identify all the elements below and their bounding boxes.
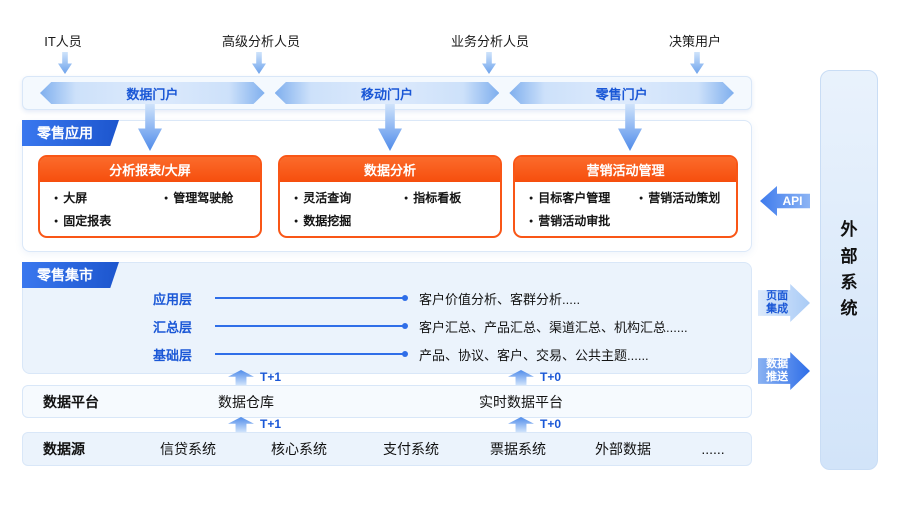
bullet-item: 营销活动策划: [639, 187, 720, 210]
realtime-platform-label: 实时数据平台: [479, 393, 563, 410]
mart-layer-desc: 客户汇总、产品汇总、渠道汇总、机构汇总......: [419, 319, 688, 335]
bullet-column: 灵活查询 数据挖掘: [294, 187, 386, 234]
page-integration-arrow: 页面集成: [758, 284, 810, 322]
app-box-marketing: 营销活动管理 目标客户管理 营销活动审批 营销活动策划: [513, 155, 738, 238]
app-box-reports-body: 大屏 固定报表 管理驾驶舱: [40, 182, 260, 234]
portal-retail-arrow: 零售门户: [509, 82, 735, 104]
user-role-senior-analyst: 高级分析人员: [221, 34, 301, 49]
bullet-item: 数据挖掘: [294, 210, 386, 233]
bullet-item: 指标看板: [404, 187, 461, 210]
bullet-item: 大屏: [54, 187, 146, 210]
data-platform-title: 数据平台: [43, 393, 99, 410]
app-box-marketing-body: 目标客户管理 营销活动审批 营销活动策划: [515, 182, 736, 234]
data-platform-band: 数据平台 数据仓库 实时数据平台: [22, 385, 752, 418]
source-system-credit: 信贷系统: [160, 441, 216, 457]
user-role-it: IT人员: [44, 34, 82, 49]
up-arrow-icon: [228, 417, 254, 432]
mart-layer-desc: 客户价值分析、客群分析.....: [419, 291, 581, 307]
portal-data-label: 数据门户: [126, 86, 179, 102]
source-system-external: 外部数据: [595, 441, 651, 457]
data-push-arrow: 数据推送: [758, 352, 810, 390]
bullet-column: 营销活动策划: [639, 187, 720, 234]
down-arrow-icon: [690, 52, 704, 74]
bullet-item: 固定报表: [54, 210, 146, 233]
data-push-label: 数据推送: [766, 357, 789, 383]
portal-retail-label: 零售门户: [595, 86, 648, 102]
app-box-reports: 分析报表/大屏 大屏 固定报表 管理驾驶舱: [38, 155, 262, 238]
bullet-column: 目标客户管理 营销活动审批: [529, 187, 621, 234]
user-role-business-analyst: 业务分析人员: [450, 34, 530, 49]
data-source-title: 数据源: [43, 441, 85, 457]
source-system-more: ......: [701, 441, 725, 457]
retail-mart-section: 应用层 客户价值分析、客群分析..... 汇总层 客户汇总、产品汇总、渠道汇总、…: [22, 262, 752, 374]
app-box-analysis-body: 灵活查询 数据挖掘 指标看板: [280, 182, 500, 234]
retail-app-badge: 零售应用: [22, 120, 119, 146]
bullet-column: 指标看板: [404, 187, 461, 234]
mart-layer-application: 应用层 客户价值分析、客群分析.....: [153, 285, 735, 311]
up-arrow-icon: [508, 417, 534, 432]
bullet-item: 目标客户管理: [529, 187, 621, 210]
connector-line: [215, 323, 408, 329]
flow-label-t1: T+1: [260, 417, 282, 431]
data-warehouse-label: 数据仓库: [218, 393, 274, 410]
app-box-analysis: 数据分析 灵活查询 数据挖掘 指标看板: [278, 155, 502, 238]
bullet-item: 营销活动审批: [529, 210, 621, 233]
external-system-box: 外部系统: [820, 70, 878, 470]
source-system-core: 核心系统: [271, 441, 327, 457]
retail-mart-badge: 零售集市: [22, 262, 119, 288]
external-system-label: 外部系统: [840, 220, 858, 319]
bullet-item: 灵活查询: [294, 187, 386, 210]
connector-line: [215, 351, 408, 357]
bullet-item: 管理驾驶舱: [164, 187, 233, 210]
mart-layer-name: 基础层: [153, 347, 193, 363]
mart-layer-base: 基础层 产品、协议、客户、交易、公共主题......: [153, 341, 735, 367]
down-arrow-icon: [58, 52, 72, 74]
bullet-column: 大屏 固定报表: [54, 187, 146, 234]
connector-line: [215, 295, 408, 301]
api-label: API: [782, 194, 803, 208]
mart-layer-desc: 产品、协议、客户、交易、公共主题......: [419, 347, 649, 363]
api-arrow: API: [760, 186, 810, 216]
app-box-marketing-title: 营销活动管理: [515, 157, 736, 182]
flow-label-t0: T+0: [540, 370, 562, 384]
flow-label-t1: T+1: [260, 370, 282, 384]
flow-label-t0: T+0: [540, 417, 562, 431]
user-role-decision: 决策用户: [668, 34, 722, 49]
down-arrow-icon: [252, 52, 266, 74]
mart-layer-name: 应用层: [153, 291, 193, 307]
portal-data-arrow: 数据门户: [40, 82, 265, 104]
portal-mobile-arrow: 移动门户: [274, 82, 500, 104]
data-source-band: 数据源 信贷系统 核心系统 支付系统 票据系统 外部数据 ......: [22, 432, 752, 466]
down-arrow-icon: [482, 52, 496, 74]
portal-mobile-label: 移动门户: [361, 86, 414, 102]
app-box-reports-title: 分析报表/大屏: [40, 157, 260, 182]
mart-layer-summary: 汇总层 客户汇总、产品汇总、渠道汇总、机构汇总......: [153, 313, 735, 339]
source-system-payment: 支付系统: [383, 441, 439, 457]
page-integration-label: 页面集成: [766, 289, 789, 315]
bullet-column: 管理驾驶舱: [164, 187, 233, 234]
source-system-bills: 票据系统: [490, 441, 546, 457]
portal-band: 数据门户 移动门户 零售门户: [22, 76, 752, 110]
app-box-analysis-title: 数据分析: [280, 157, 500, 182]
mart-layer-name: 汇总层: [153, 319, 193, 335]
